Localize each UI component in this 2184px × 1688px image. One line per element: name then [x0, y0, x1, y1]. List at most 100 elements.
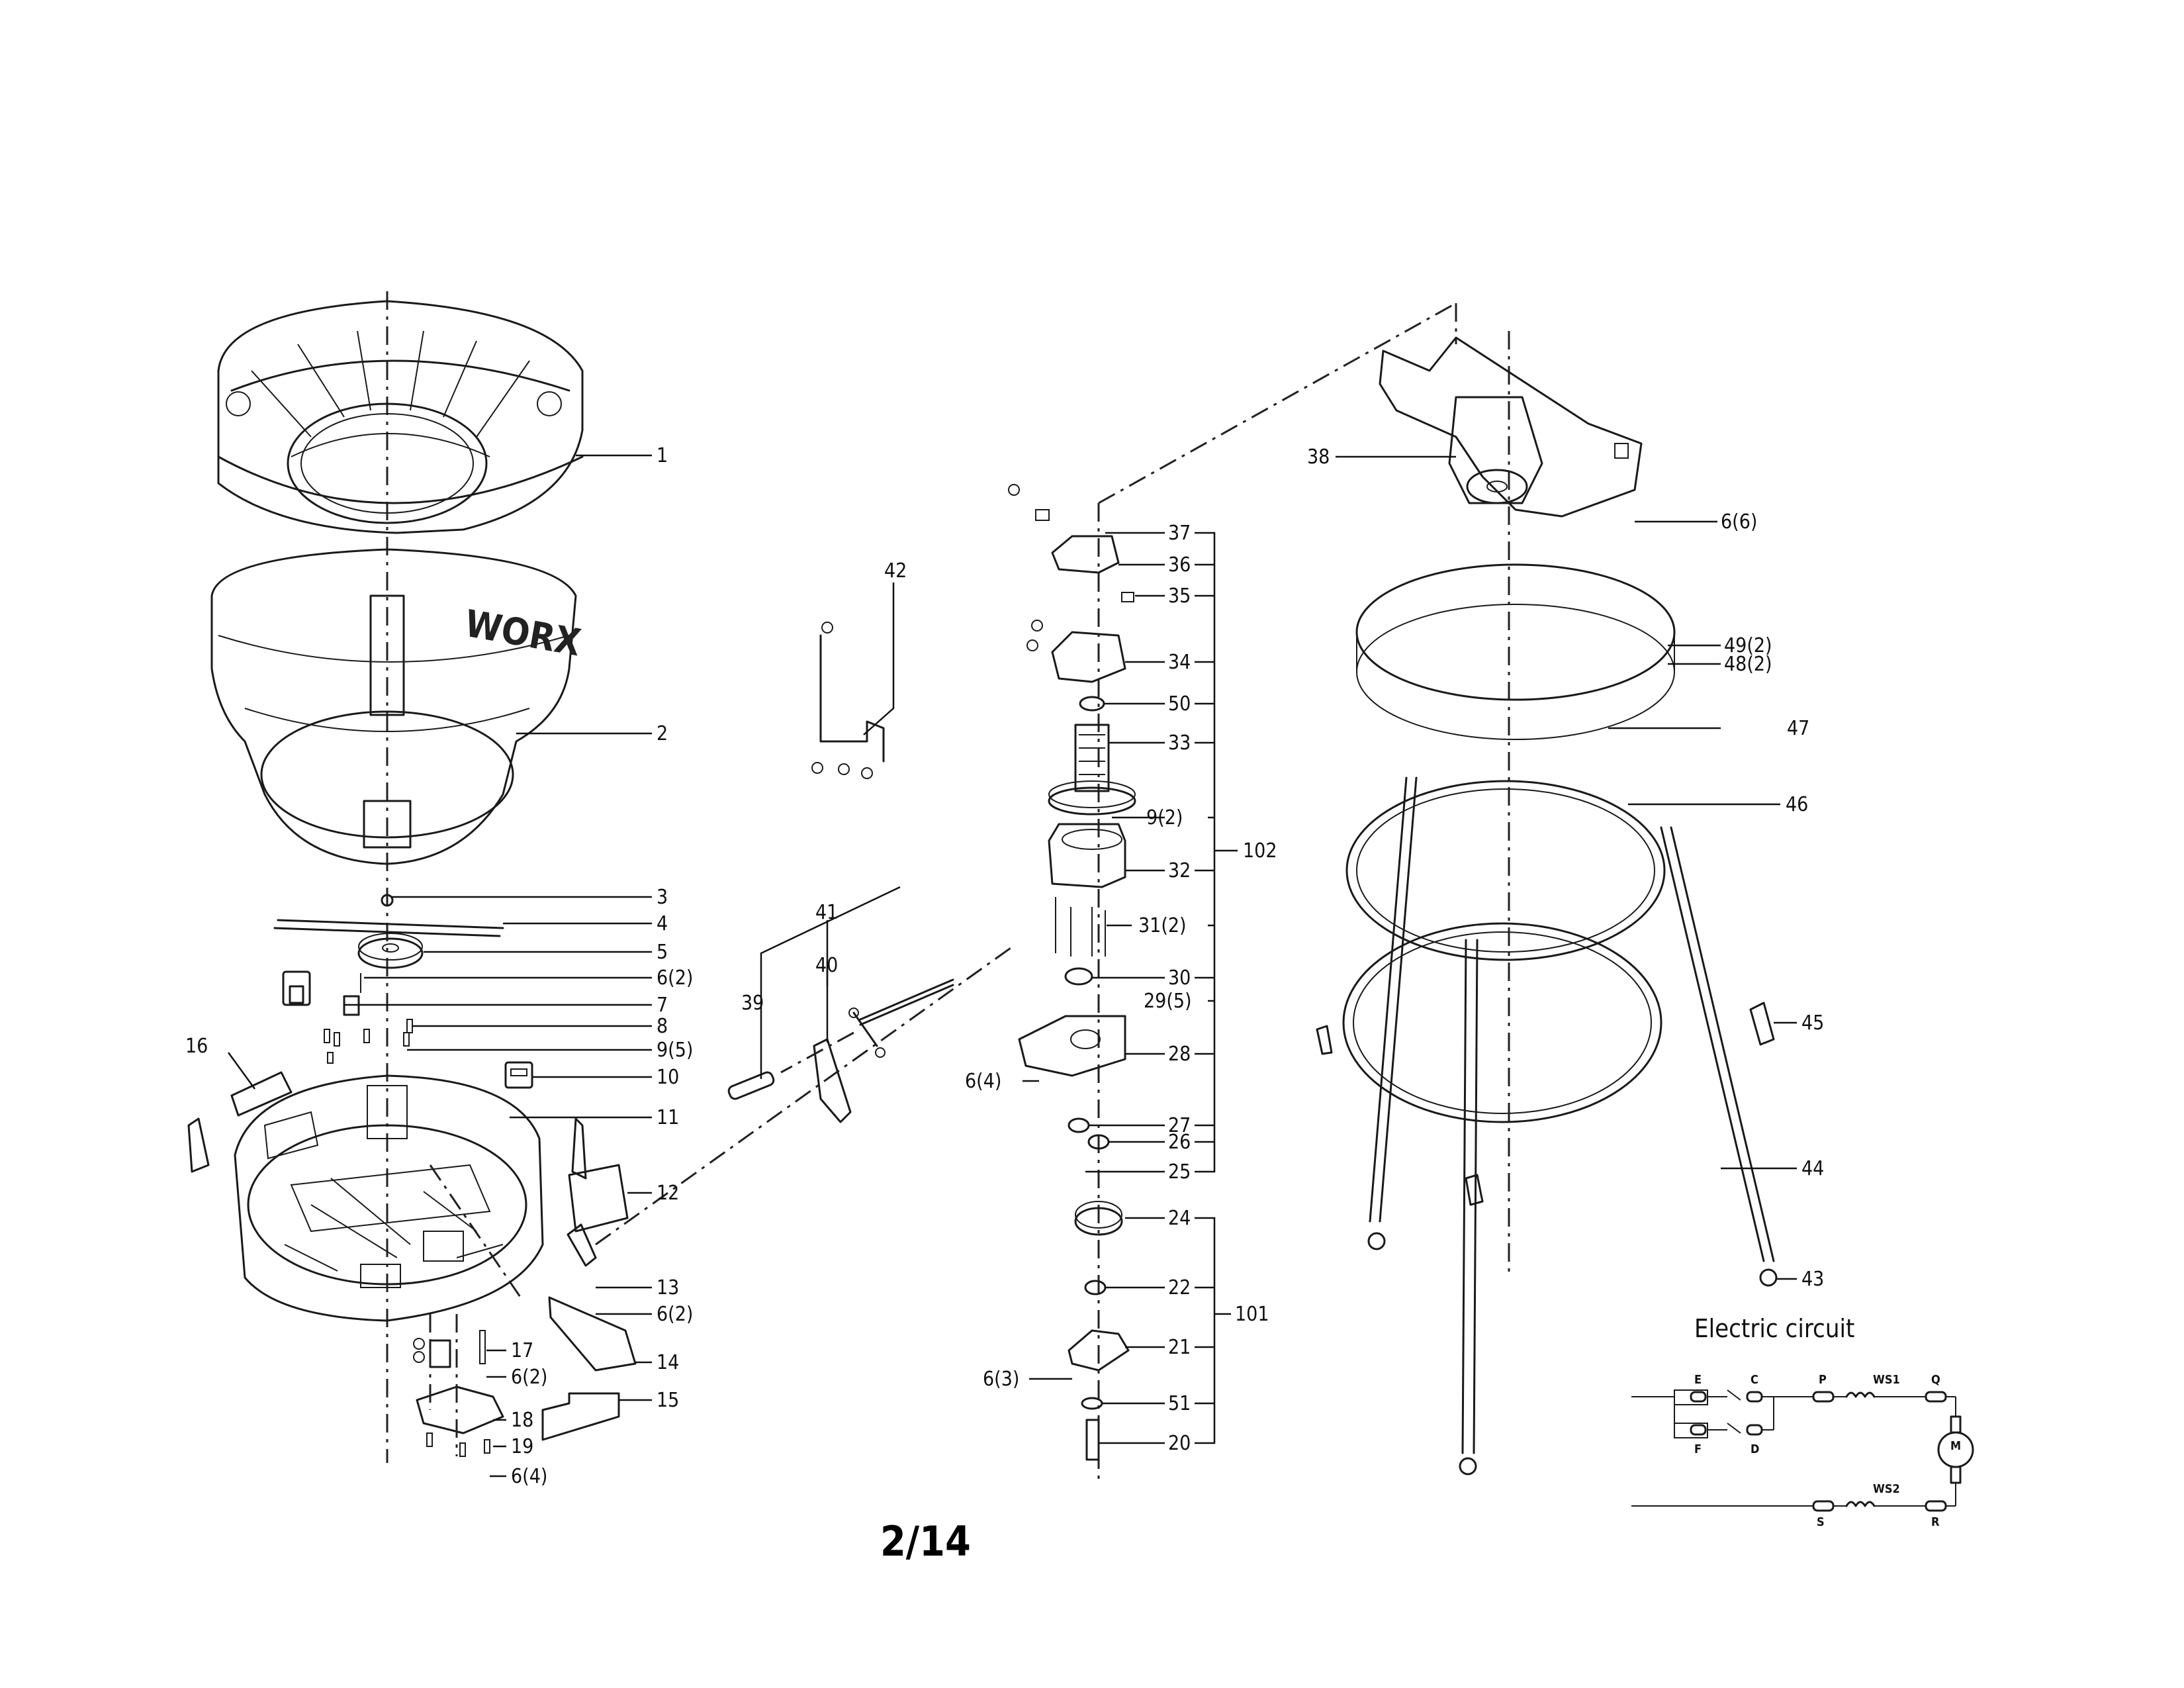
- circuit-title: Electric circuit: [1694, 1314, 1854, 1343]
- callout-9-2: 9(2): [1146, 806, 1183, 829]
- callout-35: 35: [1168, 585, 1191, 608]
- callout-38: 38: [1307, 445, 1330, 469]
- callout-27: 27: [1168, 1114, 1191, 1137]
- part-14: [548, 1296, 637, 1372]
- electric-circuit: Electric circuit M: [1631, 1314, 1974, 1529]
- base-housing-part: [187, 1074, 587, 1322]
- circuit-label-WS1: WS1: [1873, 1373, 1900, 1387]
- small-fasteners-left: [282, 970, 533, 1089]
- callout-18: 18: [511, 1409, 533, 1432]
- gearbox-28: [1018, 1015, 1126, 1077]
- callout-6-4-b: 6(4): [965, 1070, 1001, 1093]
- callout-51: 51: [1168, 1392, 1191, 1415]
- callout-13: 13: [657, 1276, 679, 1299]
- callout-25: 25: [1168, 1160, 1191, 1184]
- callout-36: 36: [1168, 553, 1191, 577]
- part-15: [541, 1392, 620, 1441]
- callout-102: 102: [1243, 839, 1277, 863]
- callout-42: 42: [884, 559, 907, 583]
- callout-24: 24: [1168, 1207, 1191, 1230]
- callout-29-5: 29(5): [1144, 990, 1192, 1013]
- callout-28: 28: [1168, 1043, 1191, 1066]
- legs-44: [1369, 776, 1775, 1454]
- callout-20: 20: [1168, 1432, 1191, 1455]
- callout-33: 33: [1168, 731, 1191, 755]
- callout-22: 22: [1168, 1276, 1191, 1299]
- armature-33: [1048, 724, 1136, 816]
- callout-46: 46: [1786, 793, 1808, 816]
- callout-31-2: 31(2): [1138, 914, 1187, 937]
- circuit-label-S: S: [1817, 1515, 1825, 1529]
- callout-17: 17: [511, 1339, 533, 1362]
- circuit-label-M: M: [1950, 1439, 1961, 1453]
- callout-21: 21: [1168, 1336, 1191, 1359]
- callout-47: 47: [1787, 717, 1809, 740]
- callout-44: 44: [1801, 1157, 1824, 1180]
- callout-11: 11: [657, 1106, 679, 1129]
- brush-holder-34: [1051, 631, 1126, 683]
- callout-32: 32: [1168, 859, 1191, 882]
- left-assembly: WORX: [185, 291, 1013, 1488]
- callout-3: 3: [657, 886, 668, 909]
- brush-cap-36: [1051, 535, 1120, 574]
- part-13: [567, 1223, 597, 1267]
- bracket-42: [819, 634, 885, 763]
- motor-housing-32: [1048, 823, 1126, 888]
- circuit-label-C: C: [1751, 1373, 1758, 1387]
- callout-40: 40: [815, 954, 838, 977]
- callout-12: 12: [657, 1182, 679, 1205]
- callout-5: 5: [657, 941, 668, 964]
- decal-16: [230, 1071, 293, 1117]
- knob-group: [273, 894, 504, 969]
- callout-43: 43: [1801, 1268, 1824, 1291]
- circuit-label-R: R: [1931, 1515, 1940, 1529]
- callout-6-4-a: 6(4): [511, 1465, 547, 1488]
- callout-37: 37: [1168, 522, 1191, 545]
- callout-9-5: 9(5): [657, 1039, 693, 1062]
- callout-49-2: 49(2): [1724, 634, 1772, 657]
- left-leaders: [227, 454, 652, 1477]
- circuit-label-Q: Q: [1931, 1373, 1940, 1387]
- callout-50: 50: [1168, 692, 1191, 716]
- callout-39: 39: [741, 992, 764, 1015]
- circuit-label-D: D: [1751, 1442, 1759, 1456]
- callout-45: 45: [1801, 1011, 1824, 1035]
- motor-leaders: [1023, 532, 1238, 1444]
- decal-12: [568, 1164, 629, 1233]
- callout-15: 15: [657, 1389, 679, 1412]
- circuit-label-WS2: WS2: [1873, 1482, 1900, 1496]
- pin-39: [727, 1071, 775, 1100]
- drum-body-part: WORX: [210, 548, 584, 865]
- rod-41: [852, 978, 954, 1047]
- callout-8: 8: [657, 1015, 668, 1038]
- circuit-label-E: E: [1694, 1373, 1702, 1387]
- callout-26: 26: [1168, 1131, 1191, 1154]
- callout-101: 101: [1235, 1303, 1269, 1326]
- link-40: [813, 1038, 852, 1123]
- callout-6-2-b: 6(2): [657, 1303, 693, 1326]
- callout-19: 19: [511, 1435, 533, 1458]
- callout-1: 1: [657, 444, 668, 467]
- callout-16: 16: [185, 1035, 208, 1058]
- callout-30: 30: [1168, 966, 1191, 990]
- callout-48-2: 48(2): [1724, 653, 1772, 676]
- callout-4: 4: [657, 912, 668, 935]
- circuit-label-F: F: [1694, 1442, 1702, 1456]
- skirt-ring-47: [1355, 563, 1676, 740]
- callout-41: 41: [815, 901, 838, 924]
- callout-7: 7: [657, 994, 668, 1017]
- callout-6-3: 6(3): [983, 1368, 1019, 1391]
- motor-assembly: 37 36 35 34 50 33 9(2) 32 31(2) 30 29(5)…: [965, 302, 1457, 1483]
- middle-left-parts: 42 39 40 41: [727, 559, 954, 1123]
- callout-6-6: 6(6): [1721, 510, 1757, 534]
- callout-34: 34: [1168, 651, 1191, 674]
- stand-assembly: 38 6(6) 49(2) 48(2) 47 46: [1307, 303, 1824, 1476]
- top-bracket-38: [1379, 336, 1643, 518]
- switch-parts: [413, 1314, 504, 1457]
- gear-cover-21: [1068, 1329, 1130, 1372]
- callout-2: 2: [657, 722, 668, 745]
- callout-6-2-a: 6(2): [657, 966, 693, 990]
- circuit-label-P: P: [1819, 1373, 1827, 1387]
- page-number: 2/14: [880, 1517, 971, 1566]
